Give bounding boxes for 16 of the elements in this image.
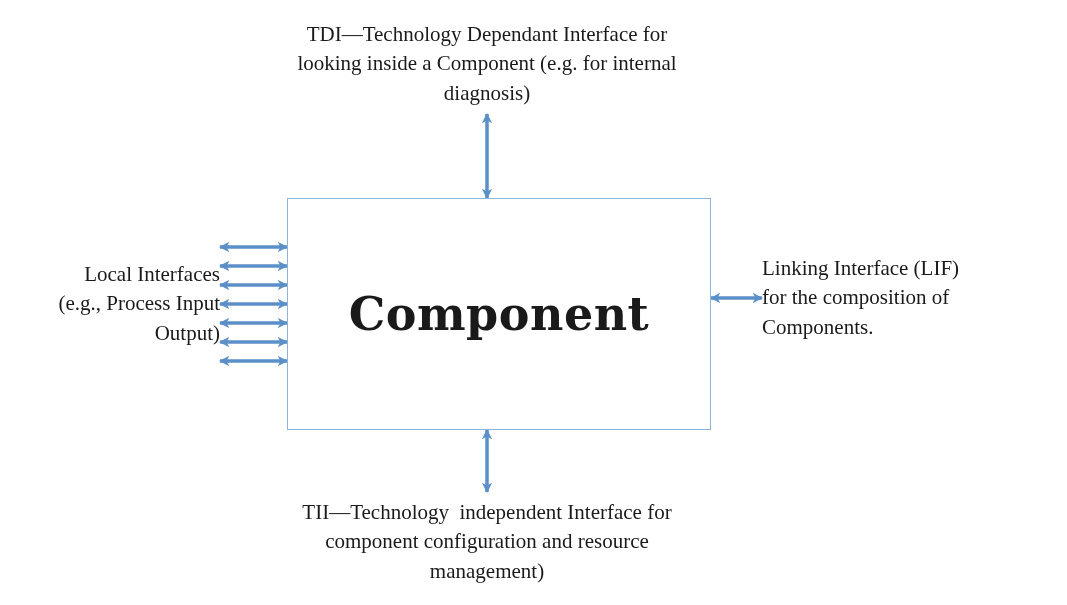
double-arrow: [218, 317, 289, 329]
double-arrow: [218, 241, 289, 253]
component-box: [287, 198, 711, 430]
component-title: Component: [348, 287, 650, 341]
double-arrow: [481, 112, 493, 200]
double-arrow: [481, 428, 493, 494]
double-arrow: [218, 336, 289, 348]
double-arrow: [218, 260, 289, 272]
interface-label: TDI—Technology Dependant Interface for looking inside a Component (e.g. for internal diagnosis): [297, 20, 677, 107]
double-arrow: [709, 292, 764, 304]
double-arrow: [218, 355, 289, 367]
interface-label: Linking Interface (LIF) for the composition of Components.: [762, 254, 961, 341]
double-arrow: [218, 298, 289, 310]
interface-label: TII—Technology independent Interface for component configuration and resource management): [301, 498, 673, 585]
interface-label: Local Interfaces (e.g., Process Input Output): [57, 260, 220, 347]
double-arrow: [218, 279, 289, 291]
